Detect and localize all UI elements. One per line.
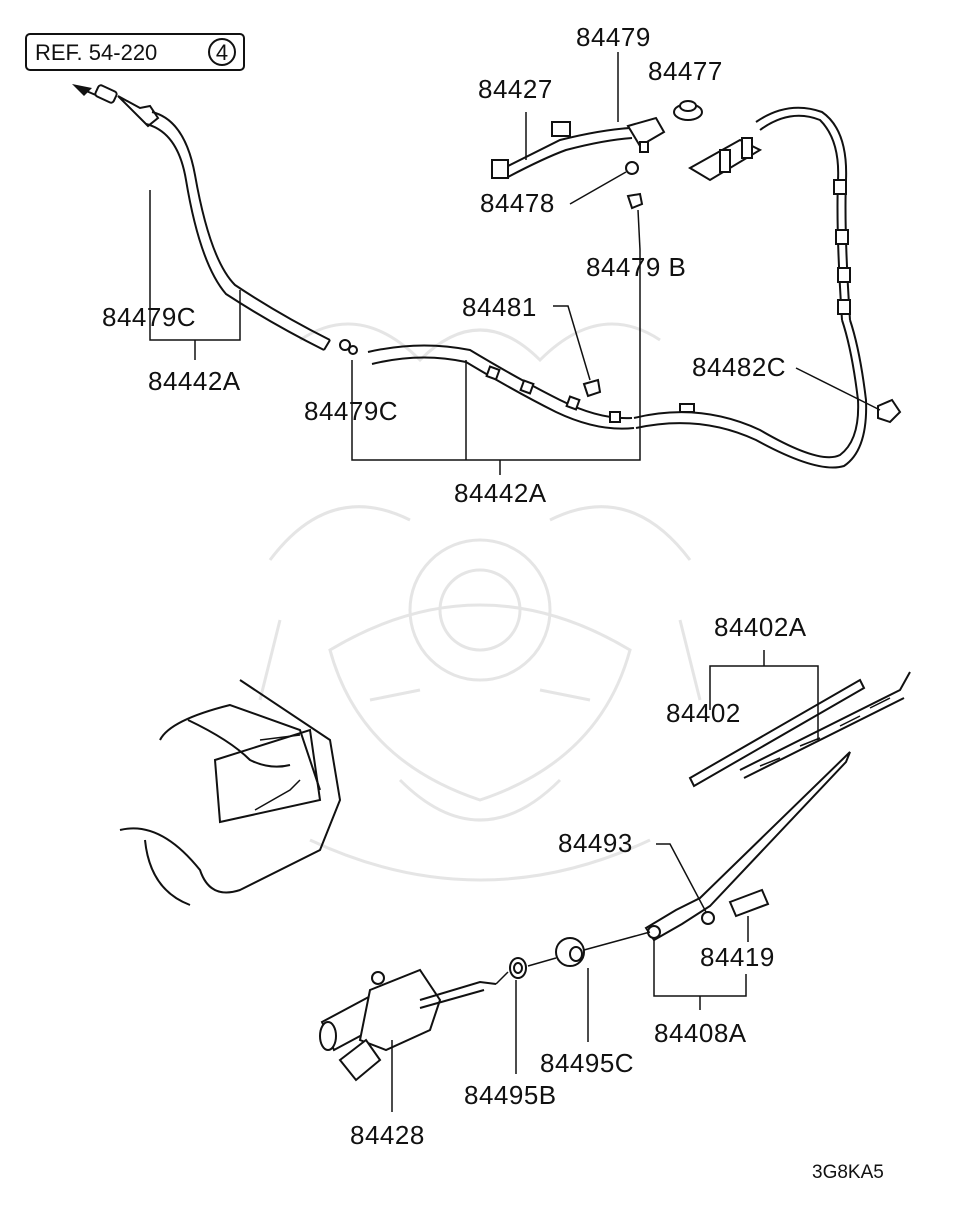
nut-84478 <box>625 161 639 175</box>
label-84481[interactable]: 84481 <box>462 292 537 322</box>
label-84495B[interactable]: 84495B <box>464 1080 557 1110</box>
wiper-arm-84408A <box>644 751 851 942</box>
connector-84479B <box>626 192 644 210</box>
label-84419[interactable]: 84419 <box>700 942 775 972</box>
reference-number: 4 <box>216 40 228 65</box>
nut-84495C <box>555 937 585 967</box>
reference-box[interactable]: REF. 54-220 4 <box>25 33 245 71</box>
nut-84495B <box>509 957 527 979</box>
hose-84442A-left <box>94 84 331 351</box>
leader-lines-top <box>149 52 881 475</box>
leader-lines-bottom <box>391 650 819 1112</box>
label-84478[interactable]: 84478 <box>480 188 555 218</box>
label-84479B[interactable]: 84479 B <box>586 252 686 282</box>
joint-84479C <box>339 339 358 355</box>
label-84479[interactable]: 84479 <box>576 22 651 52</box>
label-84479C-top[interactable]: 84479C <box>102 302 196 332</box>
label-84428[interactable]: 84428 <box>350 1120 425 1150</box>
reference-text: REF. 54-220 <box>35 40 157 65</box>
label-84442A-mid[interactable]: 84442A <box>454 478 547 508</box>
vehicle-rear-illustration <box>119 679 342 906</box>
label-84442A-top[interactable]: 84442A <box>148 366 241 396</box>
hose-right-vertical <box>755 106 851 321</box>
cap-84419 <box>728 888 770 918</box>
clip-84482C <box>877 398 902 424</box>
label-84479C-mid[interactable]: 84479C <box>304 396 398 426</box>
wiper-blade-84402 <box>688 671 911 788</box>
label-84427[interactable]: 84427 <box>478 74 553 104</box>
label-84495C[interactable]: 84495C <box>540 1048 634 1078</box>
label-84493[interactable]: 84493 <box>558 828 633 858</box>
diagram-code: 3G8KA5 <box>812 1162 884 1183</box>
wiper-motor-84428 <box>319 968 497 1082</box>
label-84402A[interactable]: 84402A <box>714 612 807 642</box>
clip-84481 <box>582 378 602 398</box>
grommet-84477 <box>673 100 703 121</box>
direction-arrow-icon <box>72 84 99 97</box>
watermark-emblem <box>258 322 702 882</box>
harness-84427 <box>491 116 666 179</box>
label-84477[interactable]: 84477 <box>648 56 723 86</box>
hose-84442A-middle <box>367 319 868 469</box>
label-84482C[interactable]: 84482C <box>692 352 786 382</box>
label-84408A[interactable]: 84408A <box>654 1018 747 1048</box>
label-84402[interactable]: 84402 <box>666 698 741 728</box>
reference-number-circle <box>208 38 236 66</box>
washer-nozzle-right <box>688 137 763 182</box>
